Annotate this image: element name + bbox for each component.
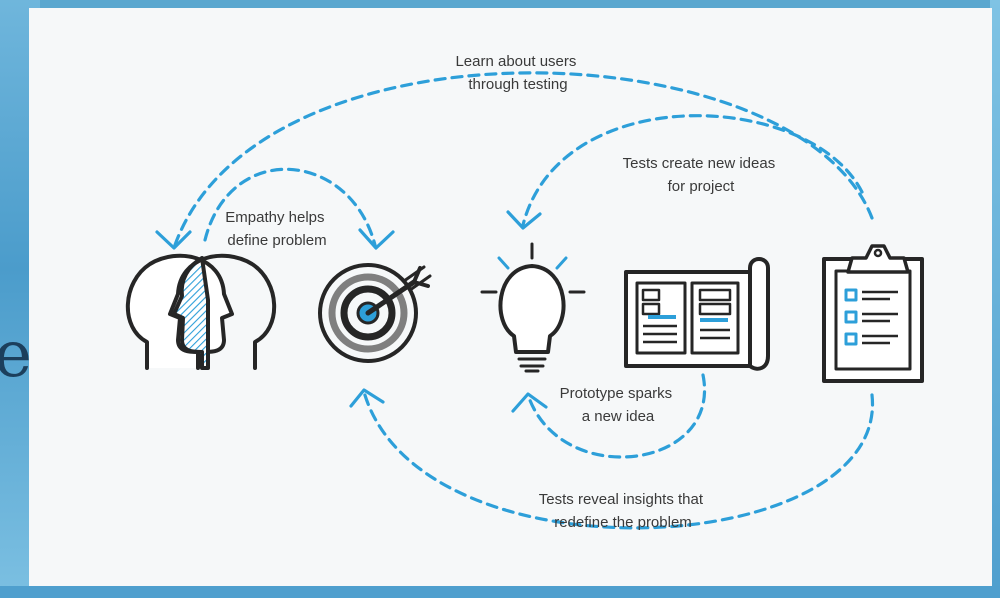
arrow-prototype-sparks [526,373,707,459]
arrowhead-tests-new-ideas [506,210,542,230]
lightbulb-icon [480,242,586,373]
clipboard-icon [822,244,924,383]
arrowhead-learn-about-users [155,230,192,250]
label-tests-reveal-insights: Tests reveal insights that redefine the … [539,491,707,531]
blueprint-icon [624,257,770,371]
background-right-strip [990,0,1000,598]
label-tests-create-new-ideas: Tests create new ideas for project [623,155,780,195]
label-empathy-helps: Empathy helps define problem [225,209,328,249]
label-learn-about-users: Learn about users through testing [455,53,580,93]
arrow-empathy-define [203,167,377,247]
arrow-learn-about-users [173,71,874,247]
target-icon [318,263,432,363]
two-heads-icon [125,253,277,370]
arrow-tests-reveal [362,390,874,530]
arrowhead-empathy-define [358,228,395,250]
label-prototype-sparks: Prototype sparks a new idea [560,385,677,425]
arrowhead-tests-reveal [349,388,385,408]
background-bottom-strip [0,586,1000,598]
background-glyph: e [0,318,32,392]
arrowhead-prototype-sparks [511,392,548,413]
